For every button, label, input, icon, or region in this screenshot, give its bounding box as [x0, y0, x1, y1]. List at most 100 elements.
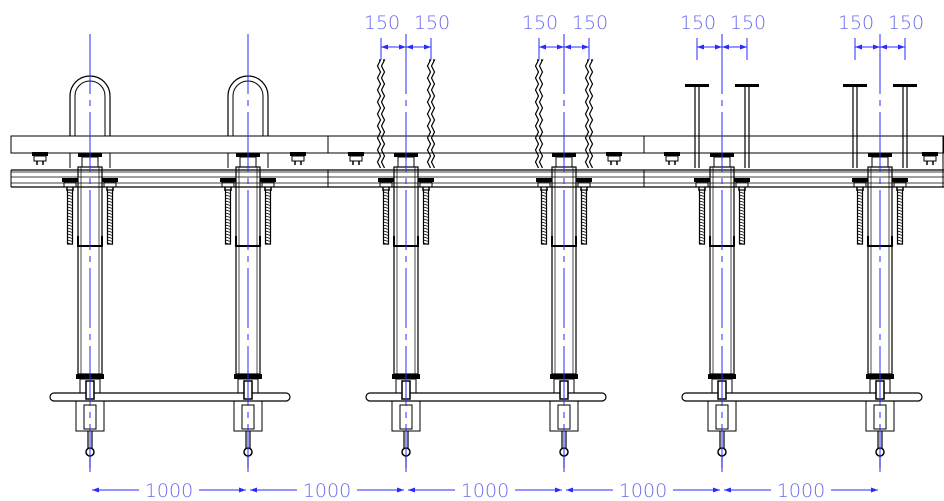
- anchor-thread: [107, 203, 113, 206]
- anchor-thread: [897, 221, 903, 224]
- anchor-thread: [225, 218, 231, 221]
- anchor-thread: [699, 206, 705, 209]
- rod-edge: [534, 59, 540, 169]
- anchor-thread: [699, 233, 705, 236]
- rod-edge: [588, 59, 594, 169]
- anchor-thread: [541, 236, 547, 239]
- anchor-thread: [265, 236, 271, 239]
- clip-head: [62, 178, 78, 182]
- anchor-thread: [857, 209, 863, 212]
- dim-arrow: [582, 44, 589, 50]
- dim-arrow: [713, 487, 720, 493]
- anchor-thread: [581, 227, 587, 230]
- anchor-bolt: [738, 189, 746, 245]
- clip-body: [33, 155, 47, 162]
- clip-head: [378, 178, 394, 182]
- anchor-thread: [581, 236, 587, 239]
- clip-body: [419, 181, 433, 188]
- anchor-thread: [423, 194, 429, 197]
- anchor-thread: [857, 239, 863, 242]
- dim-arrow: [722, 44, 729, 50]
- rail-clamp-icon: [734, 178, 750, 191]
- anchor-thread: [897, 200, 903, 203]
- dim-arrow: [740, 44, 747, 50]
- anchor-thread: [225, 224, 231, 227]
- anchor-thread: [107, 206, 113, 209]
- spacing-label: 1000: [145, 480, 193, 501]
- anchor-thread: [739, 212, 745, 215]
- anchor-thread: [265, 197, 271, 200]
- dim-arrow: [880, 44, 887, 50]
- anchor-thread: [225, 203, 231, 206]
- anchor-thread: [857, 233, 863, 236]
- anchor-thread: [67, 224, 73, 227]
- anchor-thread: [107, 236, 113, 239]
- anchor-thread: [225, 209, 231, 212]
- clip-body: [665, 155, 679, 162]
- anchor-thread: [67, 215, 73, 218]
- anchor-thread: [699, 212, 705, 215]
- anchor-bolt: [698, 189, 706, 245]
- anchor-thread: [107, 233, 113, 236]
- anchor-thread: [739, 218, 745, 221]
- anchor-thread: [107, 218, 113, 221]
- anchor-thread: [265, 233, 271, 236]
- clip-body: [607, 155, 621, 162]
- dim-arrow: [250, 487, 257, 493]
- clip-body: [261, 181, 275, 188]
- spacing-label: 1000: [619, 480, 667, 501]
- anchor-thread: [67, 206, 73, 209]
- anchor-thread: [225, 191, 231, 194]
- clip-body: [221, 181, 235, 188]
- clip-head: [290, 152, 306, 156]
- anchor-thread: [383, 230, 389, 233]
- dim-arrow: [724, 487, 731, 493]
- dim-arrow: [555, 487, 562, 493]
- anchor-thread: [265, 209, 271, 212]
- dim-arrow: [399, 44, 406, 50]
- rail-clamp-icon: [852, 178, 868, 191]
- dim-arrow: [566, 487, 573, 493]
- anchor-thread: [107, 242, 113, 245]
- anchor-thread: [423, 224, 429, 227]
- clip-body: [349, 155, 363, 162]
- anchor-thread: [857, 191, 863, 194]
- anchor-thread: [67, 230, 73, 233]
- anchor-thread: [581, 200, 587, 203]
- anchor-thread: [383, 200, 389, 203]
- anchor-bolt: [66, 189, 74, 245]
- dim-arrow: [239, 487, 246, 493]
- anchor-thread: [739, 230, 745, 233]
- dim-arrow: [564, 44, 571, 50]
- edge-clamp-icon: [290, 152, 306, 165]
- clip-head: [260, 178, 276, 182]
- anchor-thread: [699, 221, 705, 224]
- anchor-thread: [897, 236, 903, 239]
- structure-layer: [10, 59, 944, 468]
- anchor-thread: [225, 242, 231, 245]
- offset-label-right: 150: [888, 12, 924, 34]
- anchor-thread: [383, 194, 389, 197]
- anchor-thread: [581, 230, 587, 233]
- anchor-thread: [107, 230, 113, 233]
- offset-label-left: 150: [364, 12, 400, 34]
- clip-body: [63, 181, 77, 188]
- anchor-thread: [739, 203, 745, 206]
- anchor-thread: [581, 194, 587, 197]
- anchor-thread: [67, 242, 73, 245]
- rail-clamp-icon: [220, 178, 236, 191]
- dim-arrow: [557, 44, 564, 50]
- clip-head: [694, 178, 710, 182]
- anchor-thread: [423, 242, 429, 245]
- anchor-thread: [581, 209, 587, 212]
- clip-body: [291, 155, 305, 162]
- edge-clamp-icon: [922, 152, 938, 165]
- anchor-thread: [739, 200, 745, 203]
- anchor-thread: [699, 218, 705, 221]
- clip-body: [577, 181, 591, 188]
- anchor-thread: [107, 200, 113, 203]
- anchor-thread: [739, 221, 745, 224]
- clip-head: [892, 178, 908, 182]
- anchor-thread: [107, 209, 113, 212]
- anchor-thread: [857, 236, 863, 239]
